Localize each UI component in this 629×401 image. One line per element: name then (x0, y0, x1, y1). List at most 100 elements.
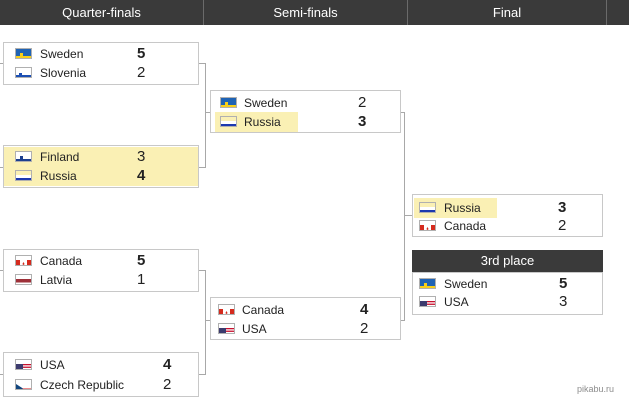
header-semi-finals: Semi-finals (204, 0, 407, 25)
team-row[interactable]: Sweden 5 (413, 274, 602, 294)
team-row[interactable]: Czech Republic 2 (4, 375, 198, 395)
team-name: Russia (244, 115, 281, 129)
team-row[interactable]: USA 2 (211, 319, 400, 339)
connector-line (199, 63, 205, 64)
match-box-final[interactable]: Russia 3 Canada 2 (412, 194, 603, 237)
finland-flag-icon (15, 151, 32, 162)
team-score: 2 (558, 217, 567, 234)
team-score: 3 (358, 113, 367, 130)
team-row[interactable]: USA 4 (4, 355, 198, 375)
match-box-third-place[interactable]: Sweden 5 USA 3 (412, 272, 603, 315)
connector-line (0, 270, 4, 271)
team-name: USA (40, 358, 65, 372)
match-box-quarter-final-4[interactable]: USA 4 Czech Republic 2 (3, 352, 199, 397)
team-score: 2 (358, 94, 367, 111)
canada-flag-icon (419, 220, 436, 231)
team-row[interactable]: Finland 3 (4, 147, 198, 167)
team-row[interactable]: Slovenia 2 (4, 63, 198, 83)
team-score: 3 (558, 199, 567, 216)
latvia-flag-icon (15, 274, 32, 285)
team-score: 3 (137, 148, 146, 165)
team-row[interactable]: Russia 4 (4, 166, 198, 186)
team-score: 3 (559, 293, 568, 310)
canada-flag-icon (218, 304, 235, 315)
team-name: Canada (242, 303, 285, 317)
header-divider (203, 0, 204, 25)
team-row[interactable]: Sweden 2 (211, 93, 400, 113)
team-name: Sweden (444, 277, 488, 291)
slovenia-flag-icon (15, 67, 32, 78)
russia-flag-icon (220, 116, 237, 127)
team-name: Finland (40, 150, 80, 164)
connector-line (205, 320, 210, 321)
connector-line (401, 320, 405, 321)
canada-flag-icon (15, 255, 32, 266)
sweden-flag-icon (419, 278, 436, 289)
header-divider (606, 0, 607, 25)
header-final: Final (408, 0, 606, 25)
team-row[interactable]: Latvia 1 (4, 270, 198, 290)
connector-line (404, 112, 405, 321)
match-box-semi-final-1[interactable]: Sweden 2 Russia 3 (210, 90, 401, 133)
row-highlight (4, 166, 198, 186)
match-box-semi-final-2[interactable]: Canada 4 USA 2 (210, 297, 401, 340)
team-score: 4 (360, 301, 369, 318)
connector-line (205, 270, 206, 375)
team-name: Latvia (40, 273, 73, 287)
connector-line (0, 63, 4, 64)
header-right-cap (607, 0, 629, 25)
connector-line (0, 167, 4, 168)
sweden-flag-icon (15, 48, 32, 59)
team-name: Czech Republic (40, 378, 125, 392)
team-name: Canada (40, 254, 83, 268)
team-score: 5 (137, 45, 146, 62)
connector-line (199, 270, 205, 271)
team-row[interactable]: Russia 3 (413, 198, 602, 218)
row-highlight (4, 147, 198, 167)
russia-flag-icon (419, 202, 436, 213)
connector-line (404, 215, 412, 216)
third-place-header: 3rd place (412, 250, 603, 272)
team-row[interactable]: Sweden 5 (4, 44, 198, 64)
team-score: 5 (559, 275, 568, 292)
team-name: Sweden (40, 47, 84, 61)
team-score: 4 (163, 356, 172, 373)
team-score: 5 (137, 252, 146, 269)
czech-flag-icon (15, 379, 32, 390)
team-score: 2 (163, 376, 172, 393)
usa-flag-icon (15, 359, 32, 370)
team-row[interactable]: Canada 4 (211, 300, 400, 320)
header-divider (407, 0, 408, 25)
team-score: 2 (137, 64, 146, 81)
team-name: Canada (444, 219, 487, 233)
connector-line (0, 374, 4, 375)
sweden-flag-icon (220, 97, 237, 108)
match-box-quarter-final-3[interactable]: Canada 5 Latvia 1 (3, 249, 199, 292)
team-name: Russia (444, 201, 481, 215)
team-row[interactable]: Canada 5 (4, 251, 198, 271)
team-name: Slovenia (40, 66, 87, 80)
match-box-quarter-final-1[interactable]: Sweden 5 Slovenia 2 (3, 42, 199, 85)
watermark: pikabu.ru (577, 384, 615, 394)
team-name: USA (444, 295, 469, 309)
team-row[interactable]: Canada 2 (413, 216, 602, 236)
team-name: Russia (40, 169, 77, 183)
team-score: 1 (137, 271, 146, 288)
team-name: Sweden (244, 96, 288, 110)
connector-line (199, 167, 205, 168)
team-row[interactable]: Russia 3 (211, 112, 400, 132)
team-name: USA (242, 322, 267, 336)
team-score: 4 (137, 167, 146, 184)
connector-line (401, 112, 405, 113)
row-highlight (414, 198, 497, 218)
connector-line (205, 112, 210, 113)
header-quarter-finals: Quarter-finals (0, 0, 203, 25)
connector-line (199, 374, 205, 375)
connector-line (205, 63, 206, 168)
usa-flag-icon (419, 296, 436, 307)
usa-flag-icon (218, 323, 235, 334)
match-box-quarter-final-2[interactable]: Finland 3 Russia 4 (3, 145, 199, 188)
team-row[interactable]: USA 3 (413, 292, 602, 312)
russia-flag-icon (15, 170, 32, 181)
team-score: 2 (360, 320, 369, 337)
